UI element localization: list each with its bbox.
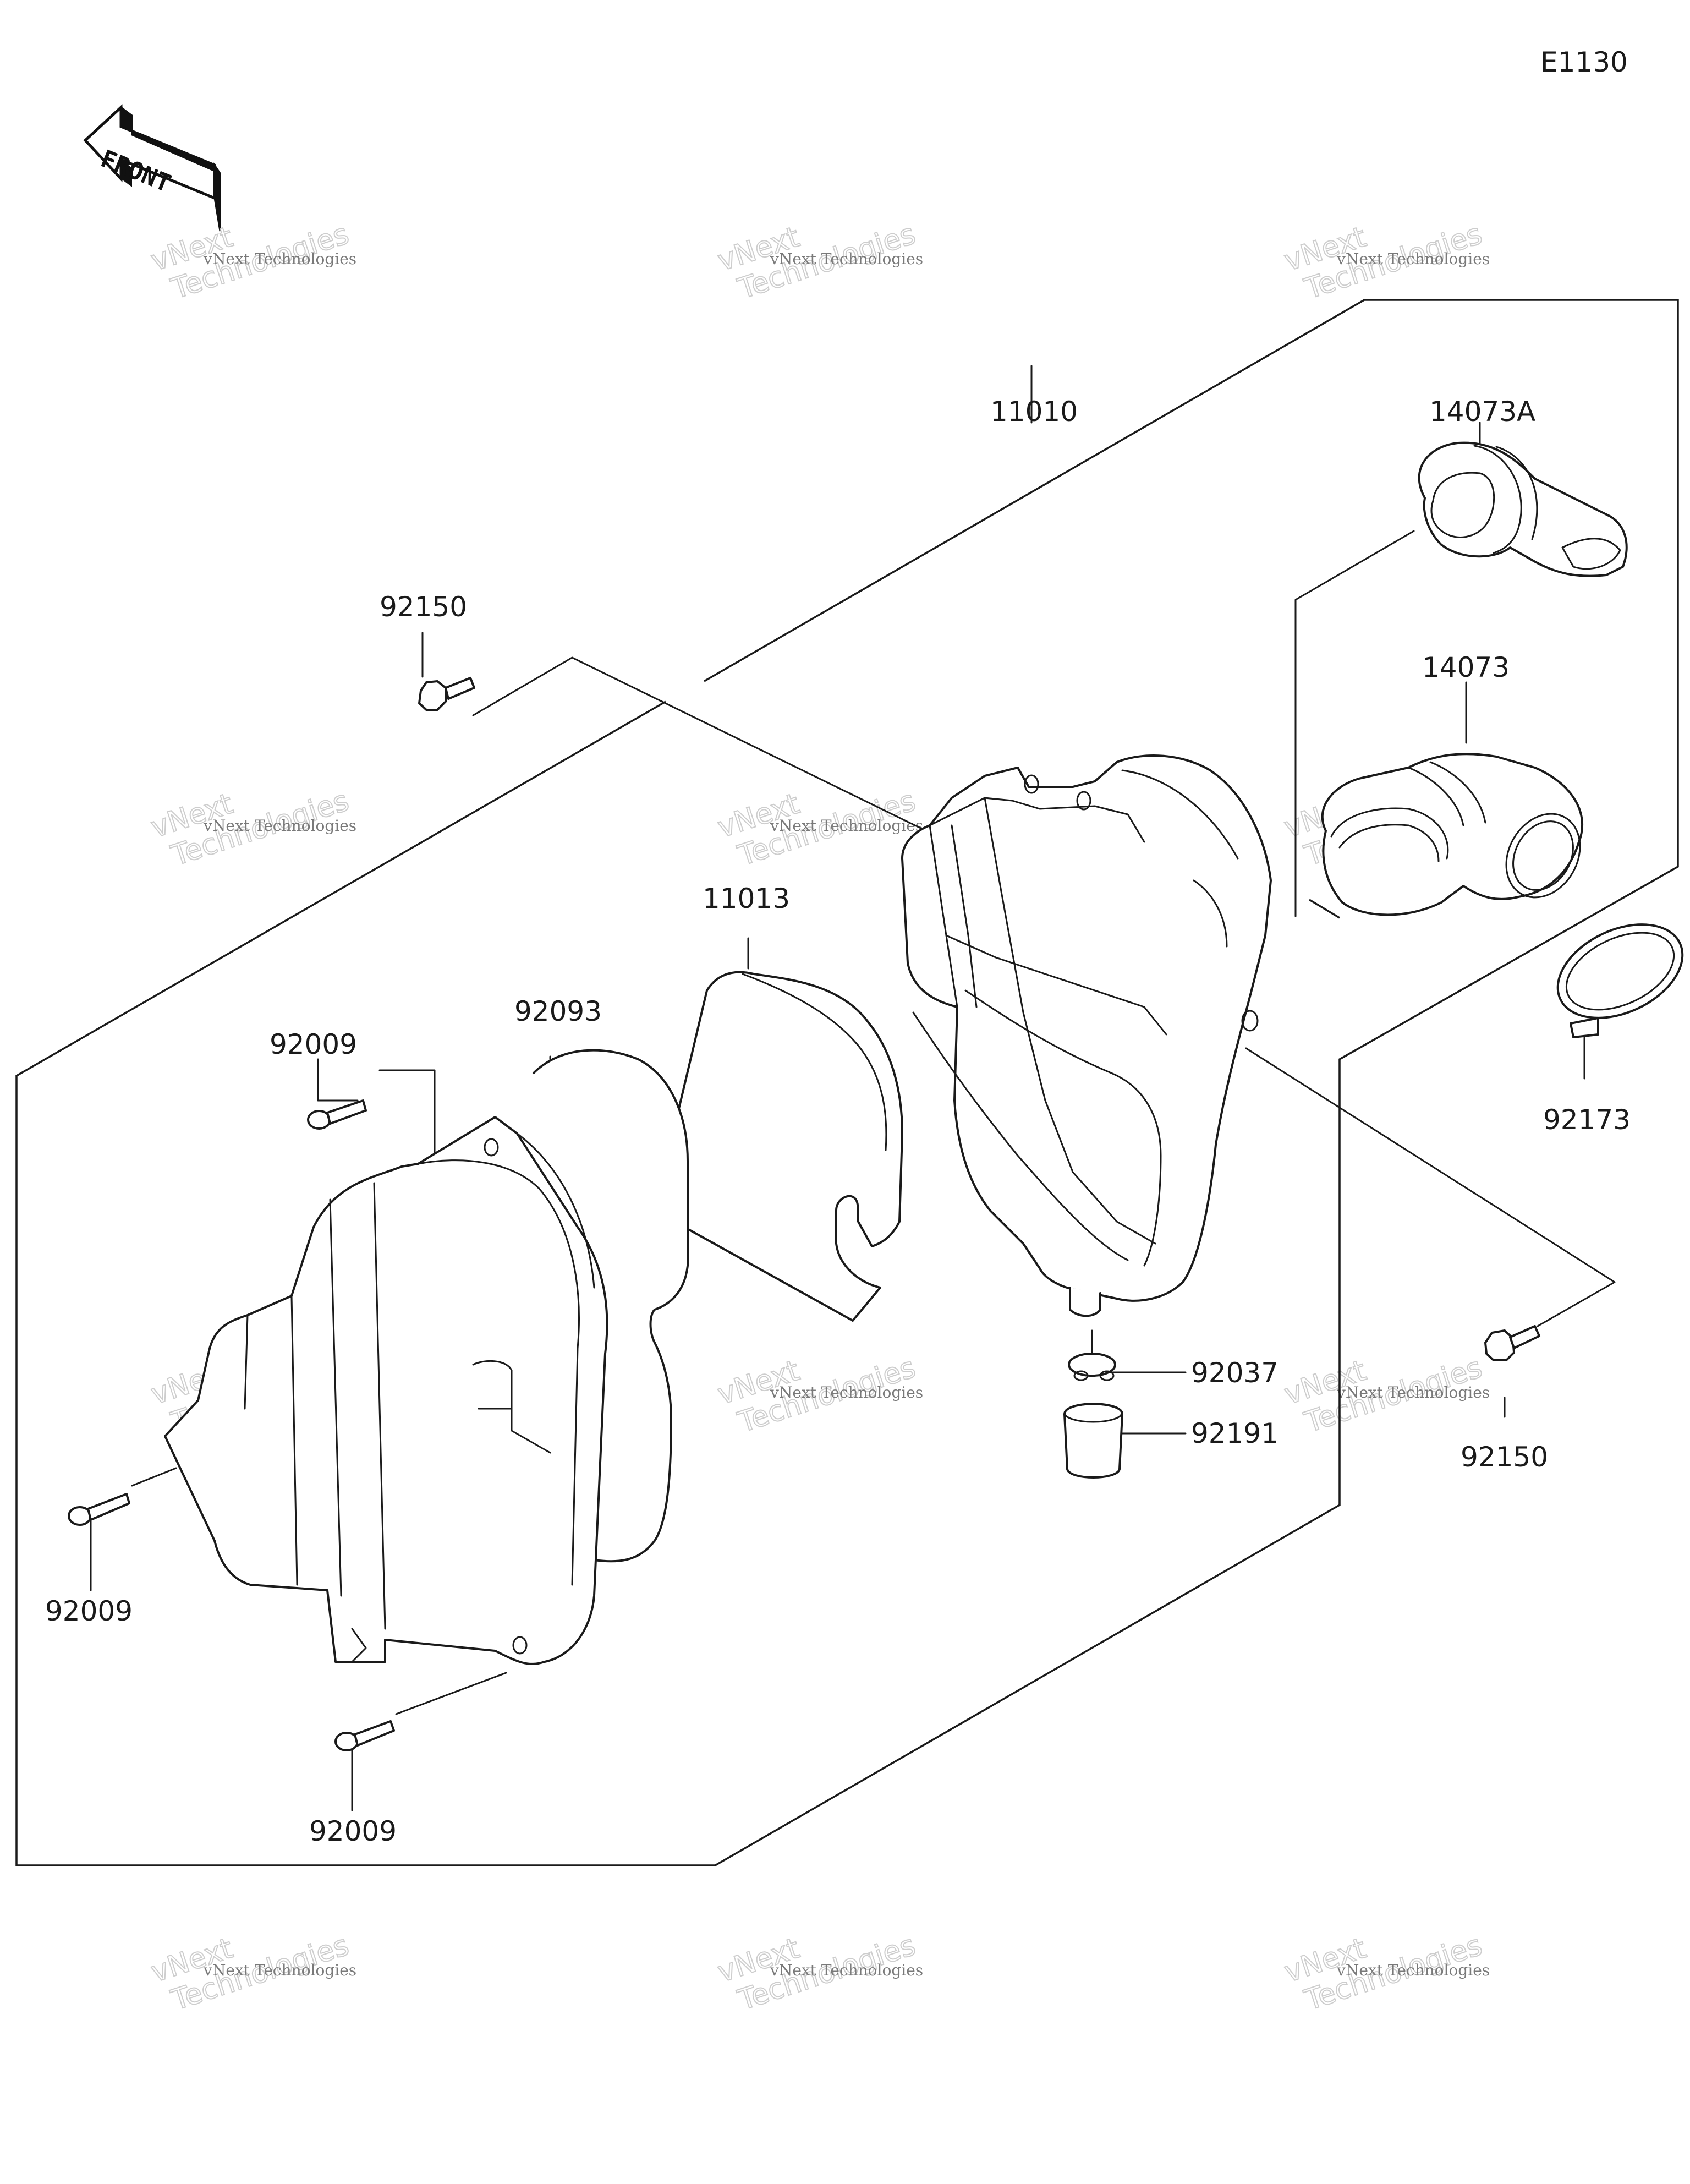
label-92173: 92173 bbox=[1543, 1104, 1631, 1136]
label-92037: 92037 bbox=[1191, 1357, 1279, 1389]
front-arrow-icon: FRONT bbox=[83, 104, 221, 232]
air-cleaner-cover bbox=[164, 1116, 608, 1665]
screw-92009-c bbox=[334, 1720, 395, 1751]
label-92191: 92191 bbox=[1191, 1417, 1279, 1449]
svg-text:vNext Technologies: vNext Technologies bbox=[1336, 1961, 1490, 1979]
part-labels: 11010 14073A 14073 92173 11013 92093 920… bbox=[45, 396, 1631, 1847]
bolt-92150-top bbox=[418, 677, 475, 711]
label-92150-top: 92150 bbox=[380, 591, 467, 623]
drain-cap-92191 bbox=[1063, 1403, 1123, 1479]
svg-text:vNext Technologies: vNext Technologies bbox=[1336, 250, 1490, 268]
elbow-hose-14073a bbox=[1418, 441, 1628, 577]
clamp-92037 bbox=[1068, 1353, 1116, 1381]
gasket-92093 bbox=[533, 1049, 689, 1563]
figure-code: E1130 bbox=[1540, 46, 1628, 78]
screw-92009-a bbox=[307, 1099, 367, 1130]
label-11010: 11010 bbox=[990, 396, 1078, 428]
air-cleaner-housing-11010 bbox=[901, 754, 1272, 1317]
svg-text:vNext Technologies: vNext Technologies bbox=[203, 817, 356, 835]
intake-duct-14073 bbox=[1321, 753, 1584, 916]
svg-text:vNext Technologies: vNext Technologies bbox=[1336, 1383, 1490, 1402]
svg-text:vNext Technologies: vNext Technologies bbox=[770, 1961, 923, 1979]
label-92009-a: 92009 bbox=[270, 1028, 357, 1060]
assembly-outline bbox=[15, 299, 1679, 1866]
label-11013: 11013 bbox=[703, 883, 790, 915]
svg-text:vNext Technologies: vNext Technologies bbox=[203, 250, 356, 268]
screw-92009-b bbox=[68, 1493, 130, 1526]
bolt-92150-bottom bbox=[1484, 1325, 1540, 1361]
label-92093: 92093 bbox=[514, 995, 602, 1027]
label-92150-bottom: 92150 bbox=[1461, 1441, 1548, 1473]
filter-element-11013 bbox=[654, 971, 903, 1322]
label-14073: 14073 bbox=[1422, 652, 1510, 683]
svg-text:vNext Technologies: vNext Technologies bbox=[203, 1961, 356, 1979]
hose-clamp-92173 bbox=[1556, 923, 1684, 1038]
svg-text:vNext Technologies: vNext Technologies bbox=[770, 817, 923, 835]
label-14073a: 14073A bbox=[1429, 396, 1535, 428]
label-92009-b: 92009 bbox=[45, 1595, 133, 1627]
label-92009-c: 92009 bbox=[309, 1815, 397, 1847]
svg-text:vNext Technologies: vNext Technologies bbox=[770, 250, 923, 268]
svg-text:vNext Technologies: vNext Technologies bbox=[770, 1383, 923, 1402]
